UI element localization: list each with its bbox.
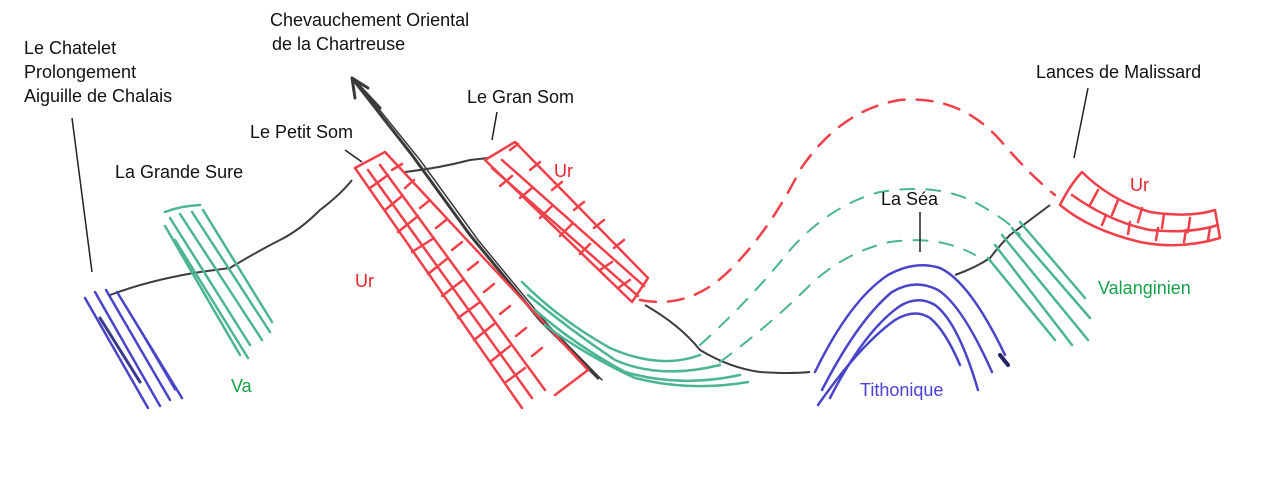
chatelet-label-line-3: Aiguille de Chalais [24, 86, 172, 106]
chatelet-label-line-2: Prolongement [24, 62, 136, 82]
topographic-surface-line [109, 157, 1051, 374]
grande-sure-label: La Grande Sure [115, 162, 243, 182]
chevauchement-label-line-2: de la Chartreuse [272, 34, 405, 54]
chatelet-tithonique-block [83, 288, 184, 410]
chevauchement-label: Chevauchement Oriental de la Chartreuse [270, 10, 474, 54]
valanginien-syncline [520, 280, 750, 388]
sea-label: La Séa [881, 189, 939, 209]
gran-som-urgonien-block [483, 140, 650, 304]
gran-som-leader-line [491, 111, 498, 141]
grande-sure-valanginien-block [163, 203, 274, 360]
ur-right-label: Ur [1130, 175, 1149, 195]
malissard-urgonien-block [1058, 170, 1222, 247]
petit-som-urgonien-block [353, 150, 590, 410]
sea-tithonique-anticline [813, 263, 1010, 407]
chevauchement-label-line-1: Chevauchement Oriental [270, 10, 469, 30]
valanginien-label: Valanginien [1098, 278, 1191, 298]
eroded-urgonien-dashed [638, 98, 1057, 304]
ur-gran-som-label: Ur [554, 161, 573, 181]
ur-left-label: Ur [355, 271, 374, 291]
label-leaders [71, 87, 1089, 273]
eroded-valanginien-dashed [699, 188, 1021, 363]
chatelet-label: Le Chatelet Prolongement Aiguille de Cha… [24, 38, 172, 106]
petit-som-leader-line [344, 149, 363, 163]
chatelet-label-line-1: Le Chatelet [24, 38, 116, 58]
va-label: Va [231, 376, 253, 396]
chatelet-leader-line [71, 117, 93, 273]
lances-leader-line [1073, 87, 1089, 159]
tithonique-label: Tithonique [860, 380, 943, 400]
gran-som-label: Le Gran Som [467, 87, 574, 107]
petit-som-label: Le Petit Som [250, 122, 353, 142]
fault-arrow-icon [350, 76, 382, 110]
valanginien-right-beds [986, 220, 1092, 347]
lances-label: Lances de Malissard [1036, 62, 1201, 82]
